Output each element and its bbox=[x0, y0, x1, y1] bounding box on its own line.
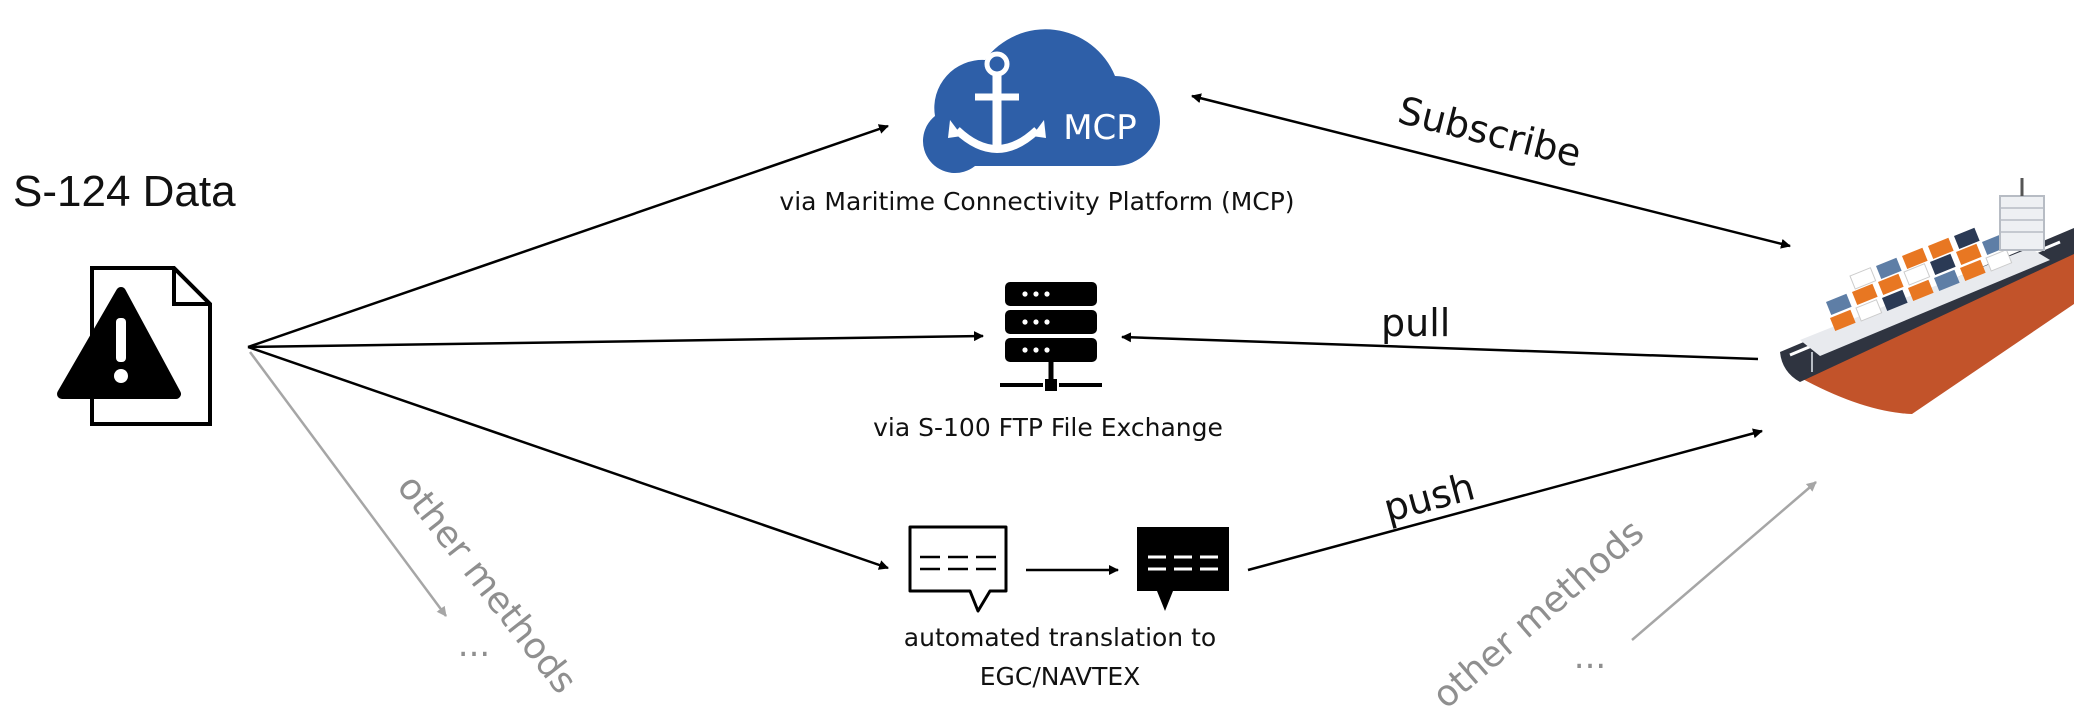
arrow-subscribe bbox=[1191, 93, 1791, 249]
ellipsis-left: ... bbox=[458, 625, 490, 665]
arrow-other-left bbox=[248, 351, 448, 617]
server-icon bbox=[1000, 282, 1102, 391]
ellipsis-right: ... bbox=[1574, 637, 1606, 677]
other-methods-left: other methods bbox=[389, 467, 585, 701]
container-ship-icon bbox=[1780, 178, 2074, 414]
mcp-badge: MCP bbox=[1063, 108, 1137, 148]
arrow-push bbox=[1247, 428, 1763, 572]
message-filled-icon bbox=[1137, 527, 1229, 611]
arrow-to-ftp bbox=[247, 331, 984, 349]
pull-label: pull bbox=[1381, 301, 1450, 345]
other-methods-right: other methods bbox=[1425, 512, 1652, 717]
subscribe-label: Subscribe bbox=[1394, 88, 1586, 176]
translation-label-line1: automated translation to bbox=[904, 623, 1216, 652]
arrow-pull bbox=[1121, 332, 1759, 361]
arrow-other-right bbox=[1631, 481, 1817, 641]
arrow-to-translation bbox=[247, 345, 889, 570]
translation-label-line2: EGC/NAVTEX bbox=[980, 662, 1141, 691]
arrow-to-mcp bbox=[247, 124, 889, 349]
mcp-label: via Maritime Connectivity Platform (MCP) bbox=[779, 187, 1294, 216]
message-outline-icon bbox=[908, 525, 1008, 613]
warning-document-icon bbox=[57, 266, 212, 426]
ftp-label: via S-100 FTP File Exchange bbox=[873, 413, 1223, 442]
source-title: S-124 Data bbox=[13, 167, 236, 216]
mcp-cloud-icon bbox=[922, 29, 1160, 174]
